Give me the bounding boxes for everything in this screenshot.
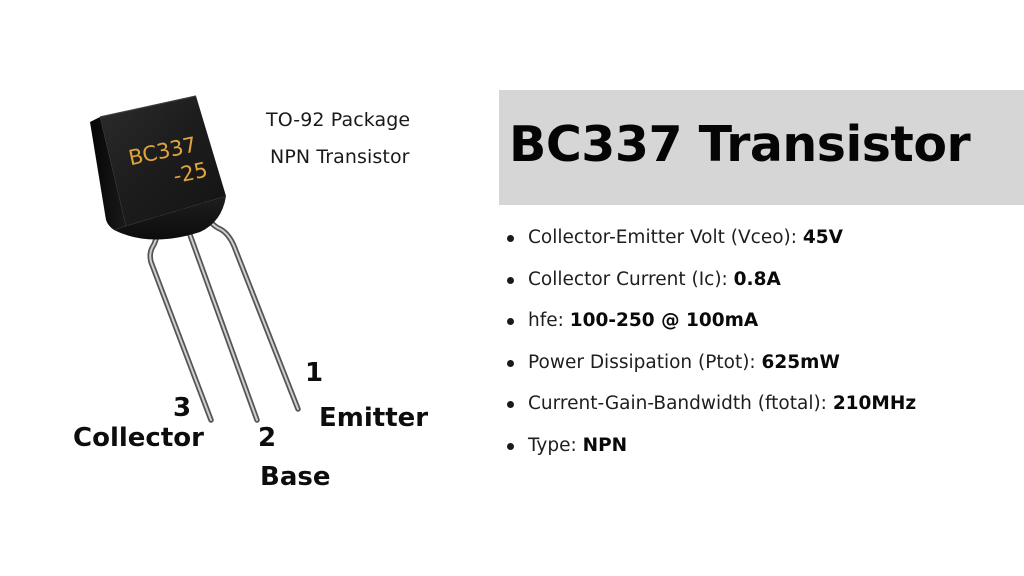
spec-value: NPN (582, 434, 628, 456)
bullet-icon (507, 276, 514, 284)
spec-item-type: Type: NPN (504, 430, 916, 472)
spec-value: 100-250 @ 100mA (569, 310, 759, 331)
bullet-icon (507, 401, 514, 408)
pin-3-name: Collector (73, 423, 204, 453)
pin-2-name: Base (260, 462, 331, 492)
spec-item-vceo: Collector-Emitter Volt (Vceo): 45V (504, 222, 916, 264)
spec-label: Current-Gain-Bandwidth (ftotal): (528, 393, 833, 414)
spec-value: 210MHz (832, 393, 917, 414)
pin-3-number: 3 (173, 393, 192, 423)
spec-value: 0.8A (733, 268, 781, 290)
pin-1-number: 1 (305, 358, 324, 388)
spec-label: Type: (528, 434, 583, 456)
pin-2-number: 2 (258, 423, 277, 453)
bullet-icon (507, 442, 514, 450)
spec-label: hfe: (528, 310, 570, 331)
spec-item-ic: Collector Current (Ic): 0.8A (504, 264, 916, 306)
pin-1-name: Emitter (319, 403, 429, 433)
lead-collector (147, 205, 214, 423)
package-type-label: TO-92 Package (266, 109, 411, 131)
spec-item-hfe: hfe: 100-250 @ 100mA (504, 305, 916, 347)
transistor-type-label: NPN Transistor (270, 146, 410, 168)
spec-item-ft: Current-Gain-Bandwidth (ftotal): 210MHz (504, 388, 916, 430)
bullet-icon (507, 359, 514, 367)
spec-value: 45V (802, 227, 843, 248)
spec-label: Collector Current (Ic): (528, 268, 734, 290)
spec-label: Power Dissipation (Ptot): (528, 351, 762, 373)
spec-label: Collector-Emitter Volt (Vceo): (528, 227, 803, 248)
bullet-icon (507, 235, 514, 242)
spec-item-ptot: Power Dissipation (Ptot): 625mW (504, 347, 916, 389)
title-banner: BC337 Transistor (499, 90, 1024, 205)
specs-list: Collector-Emitter Volt (Vceo): 45V Colle… (504, 222, 916, 471)
spec-value: 625mW (761, 351, 840, 373)
page-title: BC337 Transistor (509, 116, 971, 173)
transistor-body (90, 95, 226, 240)
bullet-icon (507, 318, 514, 325)
